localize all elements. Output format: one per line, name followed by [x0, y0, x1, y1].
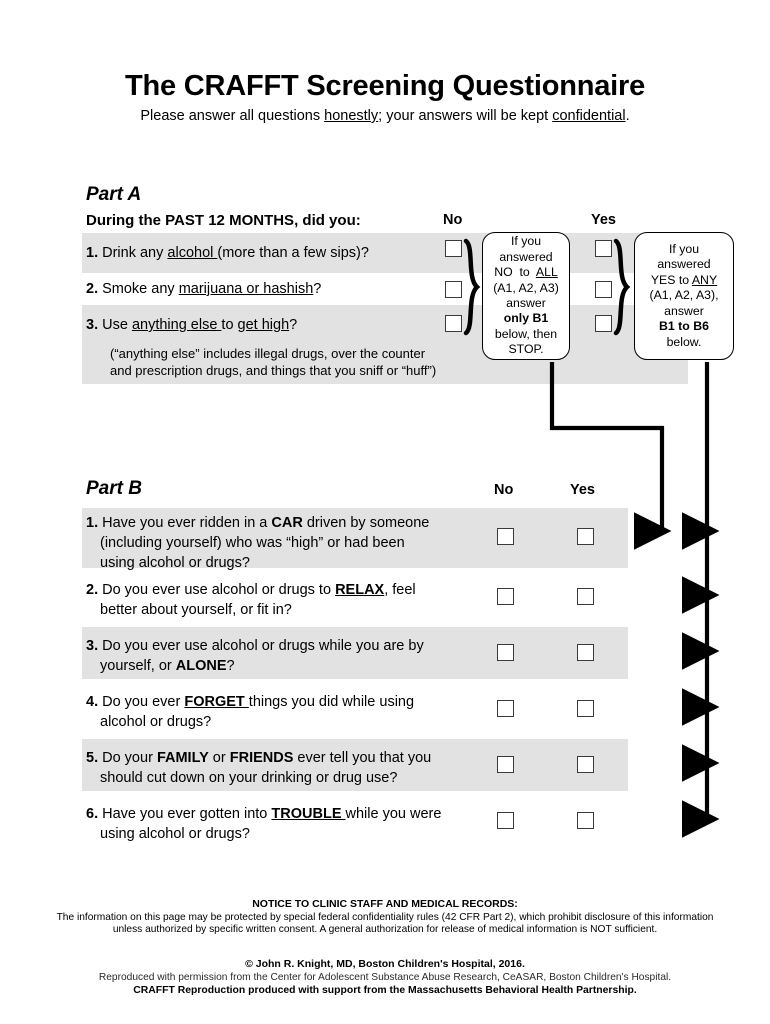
part-a-row-1-band [82, 233, 688, 273]
part-b-question-6-number: 6. [86, 806, 99, 822]
part-b-q1-checkbox-no[interactable] [497, 528, 514, 545]
notice-line-1: The information on this page may be prot… [56, 912, 714, 923]
page-title: The CRAFFT Screening Questionnaire [124, 70, 646, 102]
reproduced-line: Reproduced with permission from the Cent… [98, 972, 672, 983]
subtitle-honestly: honestly [324, 108, 379, 124]
callout-no-line1: If you [510, 234, 542, 249]
subtitle-text-pre: Please answer all questions [140, 108, 325, 124]
part-b-question-2-number: 2. [86, 582, 99, 598]
part-b-q2-checkbox-no[interactable] [497, 588, 514, 605]
part-a-note-line-1: (“anything else” includes illegal drugs,… [110, 346, 426, 361]
part-a-question-2: 2. Smoke any marijuana or hashish? [86, 281, 322, 297]
callout-no-line7: below, then [494, 326, 558, 341]
part-b-q6-checkbox-no[interactable] [497, 812, 514, 829]
part-b-question-1-number: 1. [86, 515, 99, 531]
part-b-col-no: No [494, 482, 514, 498]
callout-yes-line5: answer [664, 303, 704, 318]
part-b-question-4: 4. Do you ever FORGET things you did whi… [86, 694, 415, 730]
part-a-question-3: 3. Use anything else to get high? [86, 317, 298, 333]
part-a-q1-checkbox-yes[interactable] [595, 240, 612, 257]
part-b-q3-checkbox-no[interactable] [497, 644, 514, 661]
part-b-q3-checkbox-yes[interactable] [577, 644, 594, 661]
callout-yes-line6: B1 to B6 [659, 319, 709, 334]
part-a-q2-checkbox-no[interactable] [445, 281, 462, 298]
part-a-question-1: 1. Drink any alcohol (more than a few si… [86, 245, 369, 261]
subtitle-text-mid: ; your answers will be kept [378, 108, 553, 124]
subtitle-text-post: . [625, 108, 630, 124]
part-a-brace-no-icon [463, 238, 481, 336]
part-a-q3-checkbox-yes[interactable] [595, 315, 612, 332]
part-b-question-3-number: 3. [86, 638, 99, 654]
callout-no-line6: only B1 [503, 311, 549, 326]
part-b-q4-checkbox-yes[interactable] [577, 700, 594, 717]
part-b-col-yes: Yes [570, 482, 595, 498]
part-b-question-6: 6. Have you ever gotten into TROUBLE whi… [86, 806, 442, 842]
callout-yes-line1: If you [668, 242, 700, 257]
part-a-brace-yes-icon [613, 238, 631, 336]
callout-no-line5: answer [506, 296, 546, 310]
part-b-row-5-band [82, 739, 628, 791]
part-a-question-2-number: 2. [86, 281, 99, 297]
callout-no-line2: answered [499, 249, 553, 264]
part-a-question-3-number: 3. [86, 317, 99, 333]
part-b-label: Part B [86, 478, 142, 499]
part-b-question-3: 3. Do you ever use alcohol or drugs whil… [86, 638, 424, 674]
subtitle-confidential: confidential [552, 108, 626, 124]
part-b-question-2: 2. Do you ever use alcohol or drugs to R… [86, 582, 416, 618]
connector-no-to-b1 [549, 362, 672, 550]
part-a-q3-checkbox-no[interactable] [445, 315, 462, 332]
part-a-question-1-number: 1. [86, 245, 99, 261]
part-b-q2-checkbox-yes[interactable] [577, 588, 594, 605]
copyright-line: © John R. Knight, MD, Boston Children's … [245, 958, 525, 970]
part-b-q5-checkbox-no[interactable] [497, 756, 514, 773]
part-a-note-line-2: and prescription drugs, and things that … [110, 363, 437, 378]
part-a-prompt: During the PAST 12 MONTHS, did you: [86, 212, 361, 229]
callout-yes-box: If you answered YES to ANY (A1, A2, A3),… [634, 232, 734, 360]
part-a-q1-checkbox-no[interactable] [445, 240, 462, 257]
part-a-label: Part A [86, 184, 142, 205]
notice-line-2: unless authorized by specific written co… [112, 924, 658, 935]
part-b-question-5-number: 5. [86, 750, 99, 766]
part-b-q5-checkbox-yes[interactable] [577, 756, 594, 773]
support-line: CRAFFT Reproduction produced with suppor… [133, 985, 637, 996]
page-subtitle: Please answer all questions honestly; yo… [0, 108, 770, 124]
part-a-col-no: No [443, 212, 463, 228]
notice-title: NOTICE TO CLINIC STAFF AND MEDICAL RECOR… [252, 898, 518, 910]
part-b-q6-checkbox-yes[interactable] [577, 812, 594, 829]
part-b-row-3-band [82, 627, 628, 679]
callout-no-line8: STOP. [508, 342, 544, 357]
part-b-q4-checkbox-no[interactable] [497, 700, 514, 717]
callout-yes-line2: answered [657, 257, 711, 272]
callout-yes-line7: below. [666, 334, 702, 349]
part-b-question-5: 5. Do your FAMILY or FRIENDS ever tell y… [86, 750, 432, 786]
part-a-q2-checkbox-yes[interactable] [595, 281, 612, 298]
callout-yes-line4: (A1, A2, A3), [649, 288, 719, 303]
callout-no-box: If you answered NO to ALL (A1, A2, A3) a… [482, 232, 570, 360]
part-b-q1-checkbox-yes[interactable] [577, 528, 594, 545]
part-b-question-4-number: 4. [86, 694, 99, 710]
part-b-row-1-band [82, 508, 628, 568]
part-b-question-1: 1. Have you ever ridden in a CAR driven … [86, 515, 430, 571]
callout-no-line4: (A1, A2, A3) [493, 280, 559, 295]
part-a-col-yes: Yes [591, 212, 616, 228]
